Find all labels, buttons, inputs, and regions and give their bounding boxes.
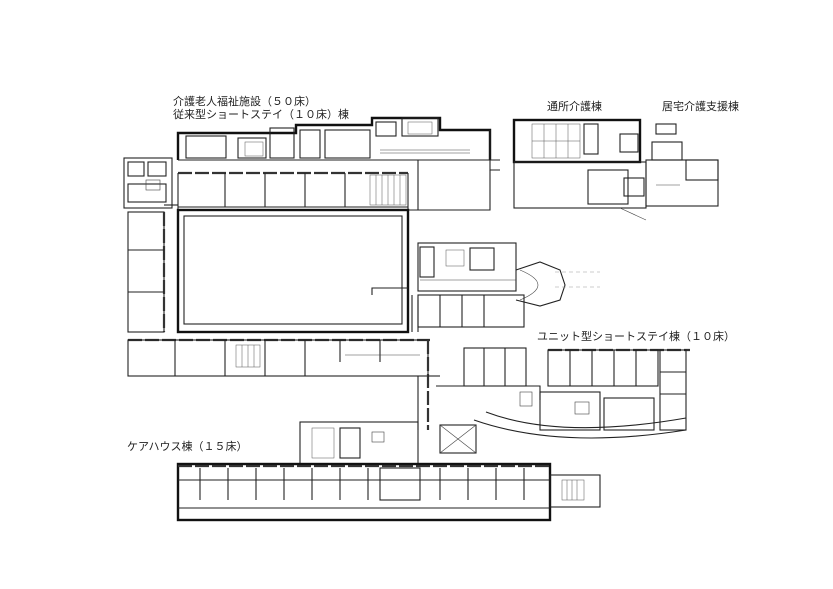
day-service-building xyxy=(512,118,647,221)
west-wing xyxy=(127,204,178,333)
lower-link-building xyxy=(299,421,477,465)
home-care-support-building xyxy=(645,123,719,207)
west-annex xyxy=(123,157,173,209)
unit-short-stay-wing xyxy=(436,347,690,439)
label-home-care-support: 居宅介護支援棟 xyxy=(662,100,739,113)
middle-block xyxy=(417,242,600,328)
care-house-wing xyxy=(176,462,601,522)
label-unit-short-stay: ユニット型ショートステイ棟（１０床） xyxy=(537,330,735,343)
label-day-service: 通所介護棟 xyxy=(547,100,602,113)
courtyard xyxy=(176,208,410,334)
central-link xyxy=(411,295,440,430)
label-traditional-short-stay: 従来型ショートステイ（１０床）棟 xyxy=(173,108,349,121)
label-care-house: ケアハウス棟（１５床） xyxy=(127,440,248,453)
label-kaigo-facility: 介護老人福祉施設（５０床） xyxy=(173,95,316,108)
north-corridor xyxy=(177,160,491,211)
main-north-block xyxy=(176,116,500,171)
main-south-wing xyxy=(127,338,430,377)
